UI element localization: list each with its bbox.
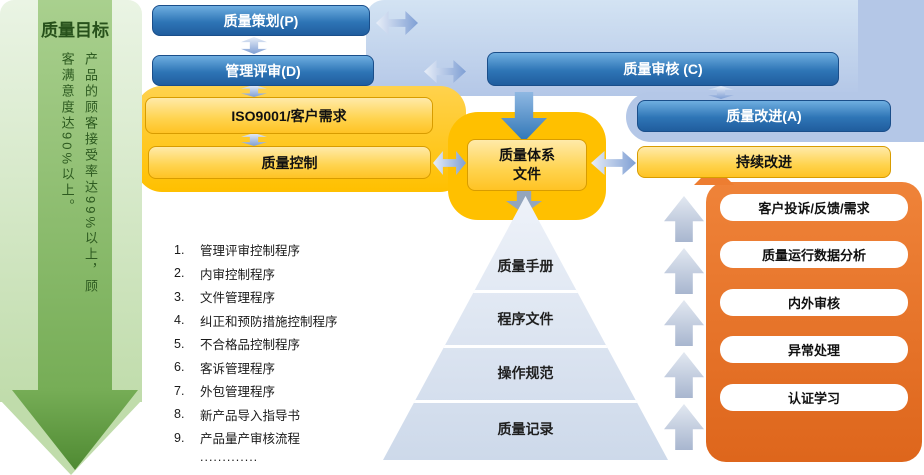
list-item-label: 管理评审控制程序: [200, 244, 301, 259]
list-item-label: 不合格品控制程序: [200, 338, 301, 353]
double-arrow-horizontal-icon: [424, 60, 466, 83]
quality-planning-box: 质量策划(P): [152, 5, 370, 36]
up-arrow-icon: [664, 300, 704, 346]
double-arrow-vertical-icon: [241, 85, 267, 97]
up-arrow-icon: [664, 248, 704, 294]
list-item: 7. 外包管理程序: [174, 379, 374, 403]
feedback-item: 认证学习: [720, 384, 908, 411]
list-item-label: 客诉管理程序: [200, 361, 276, 376]
list-item-number: 6.: [174, 360, 185, 375]
feedback-orange-panel: [706, 182, 922, 462]
list-item-label: 产品量产审核流程: [200, 432, 301, 447]
list-item-number: 2.: [174, 266, 185, 281]
list-item-number: 7.: [174, 383, 185, 398]
quality-improvement-box: 质量改进(A): [637, 100, 891, 132]
double-arrow-vertical-icon: [708, 86, 734, 99]
list-item-label: 外包管理程序: [200, 385, 276, 400]
list-item-label: 纠正和预防措施控制程序: [200, 314, 338, 329]
list-item: 2. 内审控制程序: [174, 262, 374, 286]
up-arrow-icon: [664, 196, 704, 242]
list-item-number: 3.: [174, 289, 185, 304]
goal-down-arrow-shaft-icon: [38, 0, 112, 392]
list-item: 3. 文件管理程序: [174, 285, 374, 309]
up-arrow-icon: [664, 404, 704, 450]
double-arrow-vertical-icon: [241, 37, 267, 54]
feedback-item: 客户投诉/反馈/需求: [720, 194, 908, 221]
continuous-improvement-box: 持续改进: [637, 146, 891, 178]
management-review-box: 管理评审(D): [152, 55, 374, 86]
list-item-number: 8.: [174, 407, 185, 422]
goal-title: 质量目标: [41, 21, 109, 40]
pyramid-level-label: 质量手册: [497, 258, 554, 274]
feedback-item: 内外审核: [720, 289, 908, 316]
pyramid-level-label: 程序文件: [497, 311, 554, 327]
document-pyramid: 质量手册 程序文件 操作规范 质量记录: [383, 196, 668, 460]
up-arrow-icon: [664, 352, 704, 398]
quality-system-docs-box: 质量体系 文件: [467, 139, 587, 191]
pyramid-divider: [383, 400, 668, 403]
list-item: 4. 纠正和预防措施控制程序: [174, 309, 374, 333]
procedures-list-panel: 1. 管理评审控制程序 2. 内审控制程序 3. 文件管理程序 4. 纠正和预防…: [150, 226, 380, 464]
pyramid-level-label: 操作规范: [497, 365, 554, 381]
pyramid-divider: [383, 290, 668, 293]
goal-text: 产品的顾客接受率达99%以上，顾客满意度达90%以上。: [59, 52, 98, 296]
list-item: 6. 客诉管理程序: [174, 356, 374, 380]
list-item: 9. 产品量产审核流程: [174, 426, 374, 450]
list-ellipsis: .............: [200, 449, 259, 464]
double-arrow-vertical-icon: [241, 133, 267, 146]
list-item-label: 新产品导入指导书: [200, 408, 301, 423]
feedback-item: 质量运行数据分析: [720, 241, 908, 268]
list-item-number: 1.: [174, 242, 185, 257]
feedback-item: 异常处理: [720, 336, 908, 363]
list-item-number: 4.: [174, 313, 185, 328]
list-item: 5. 不合格品控制程序: [174, 332, 374, 356]
list-item-label: 内审控制程序: [200, 267, 276, 282]
list-item: 8. 新产品导入指导书: [174, 403, 374, 427]
pyramid-divider: [383, 345, 668, 348]
quality-control-box: 质量控制: [148, 146, 431, 179]
list-item-number: 9.: [174, 430, 185, 445]
pyramid-level-label: 质量记录: [497, 421, 554, 437]
list-item-label: 文件管理程序: [200, 291, 276, 306]
list-item: 1. 管理评审控制程序: [174, 238, 374, 262]
list-item-number: 5.: [174, 336, 185, 351]
iso-customer-requirements-box: ISO9001/客户需求: [145, 97, 433, 134]
quality-audit-box: 质量审核 (C): [487, 52, 839, 86]
